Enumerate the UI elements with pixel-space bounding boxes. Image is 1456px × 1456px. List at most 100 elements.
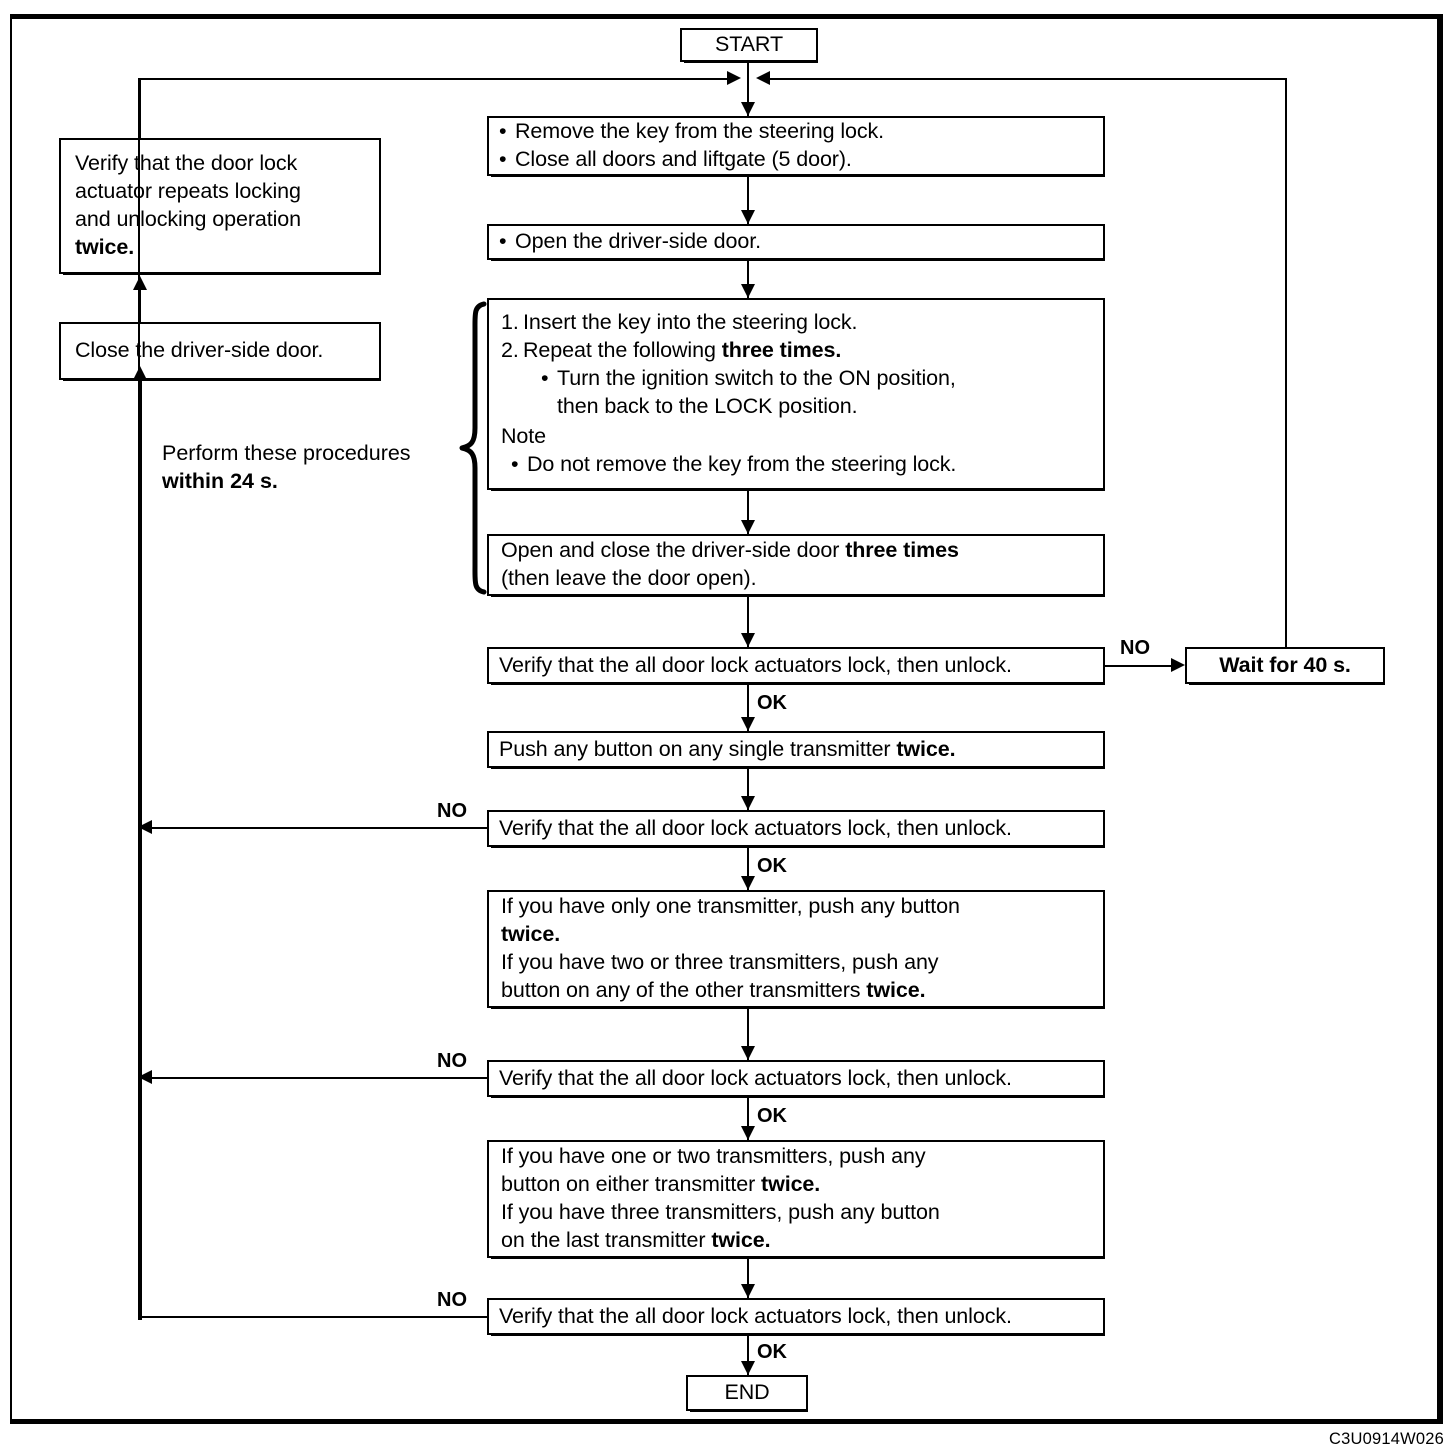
node-open-driver-door[interactable]: •Open the driver-side door.: [487, 224, 1105, 261]
node-close-driver-door[interactable]: Close the driver-side door.: [59, 322, 381, 381]
node-start[interactable]: START: [680, 28, 818, 63]
annotation-within-24s-line-2: within 24 s.: [162, 468, 278, 493]
verify-3-label: Verify that the all door lock actuators …: [499, 1065, 1012, 1090]
edge-label-no-1: NO: [1120, 637, 1150, 659]
grouping-brace: [458, 300, 488, 596]
arrowhead-to-prep: [741, 102, 755, 116]
edge-verify1-ok-to-push-single: [747, 684, 749, 731]
node-start-label: START: [715, 32, 783, 57]
edge-verify2-ok-to-transmitter-a: [747, 847, 749, 890]
verify-repeat-line-3: and unlocking operation: [75, 207, 302, 231]
arrowhead-verify4-ok: [741, 1361, 755, 1375]
key-steps-item-2: 2.Repeat the following three times.: [501, 338, 842, 363]
edge-rail-top-right: [770, 78, 1287, 80]
arrowhead-open-close-to-verify1: [741, 633, 755, 647]
edge-label-no-3: NO: [437, 1050, 467, 1072]
arrowhead-top-right-rail: [756, 71, 770, 85]
node-prep-line-2: •Close all doors and liftgate (5 door).: [499, 146, 1093, 174]
node-transmitter-instructions-a[interactable]: If you have only one transmitter, push a…: [487, 890, 1105, 1009]
edge-left-return-bottom: [138, 1316, 487, 1318]
edge-verify4-ok-to-end: [747, 1335, 749, 1375]
edge-rail-top-left: [138, 78, 734, 80]
verify-repeat-line-1: Verify that the door lock: [75, 151, 298, 176]
node-verify-actuators-3[interactable]: Verify that the all door lock actuators …: [487, 1060, 1105, 1098]
node-key-steps[interactable]: 1.Insert the key into the steering lock.…: [487, 298, 1105, 491]
edge-label-ok-3: OK: [757, 1105, 787, 1127]
frame-right-edge: [1438, 14, 1443, 1424]
edge-open-close-to-verify1: [747, 596, 749, 647]
arrowhead-open-door-to-key-steps: [741, 284, 755, 298]
transmitter-b-line-3: If you have three transmitters, push any…: [501, 1200, 940, 1224]
frame-top-edge: [10, 14, 1443, 19]
arrowhead-top-left-rail: [727, 71, 741, 85]
edge-verify3-ok-to-transmitter-b: [747, 1097, 749, 1140]
transmitter-a-line-3: If you have two or three transmitters, p…: [501, 950, 939, 974]
key-steps-subitem-1: •Turn the ignition switch to the ON posi…: [501, 365, 1091, 393]
transmitter-b-line-2: button on either transmitter twice.: [501, 1172, 821, 1197]
close-door-label: Close the driver-side door.: [75, 338, 324, 363]
edge-left-thick-to-close-door: [138, 380, 142, 1320]
edge-verify2-no-to-left-rail: [146, 827, 487, 829]
edge-label-ok-4: OK: [757, 1341, 787, 1363]
bullet-icon: •: [541, 366, 549, 391]
arrowhead-verify1-no: [1171, 658, 1185, 672]
transmitter-b-line-1: If you have one or two transmitters, pus…: [501, 1144, 926, 1169]
verify-2-label: Verify that the all door lock actuators …: [499, 815, 1012, 840]
node-open-driver-door-line: •Open the driver-side door.: [499, 228, 1093, 256]
bullet-icon: •: [499, 147, 507, 171]
key-steps-note-title: Note: [501, 423, 547, 448]
node-prep-line-1: •Remove the key from the steering lock.: [499, 118, 1093, 146]
edge-verify-repeat-to-top-rail: [139, 78, 141, 138]
annotation-within-24s-line-1: Perform these procedures: [162, 441, 411, 465]
edge-label-ok-1: OK: [757, 692, 787, 714]
bullet-icon: •: [499, 119, 507, 144]
edge-prep-to-open-door: [747, 176, 749, 224]
arrowhead-prep-to-open-door: [741, 210, 755, 224]
node-end[interactable]: END: [686, 1375, 808, 1412]
node-verify-repeat-locking[interactable]: Verify that the door lock actuator repea…: [59, 138, 381, 275]
key-steps-note-bullet: •Do not remove the key from the steering…: [501, 451, 1091, 479]
arrowhead-close-door-to-verify-repeat: [133, 276, 147, 290]
node-transmitter-instructions-b[interactable]: If you have one or two transmitters, pus…: [487, 1140, 1105, 1259]
transmitter-a-line-4: button on any of the other transmitters …: [501, 977, 926, 1002]
node-verify-actuators-1[interactable]: Verify that the all door lock actuators …: [487, 647, 1105, 685]
open-close-line-1: Open and close the driver-side door thre…: [501, 538, 959, 563]
edge-transmitter-a-to-verify3: [747, 1008, 749, 1060]
node-end-label: END: [724, 1380, 770, 1405]
arrowhead-transmitter-a-to-verify3: [741, 1046, 755, 1060]
edge-label-no-4: NO: [437, 1289, 467, 1311]
annotation-within-24s: Perform these procedures within 24 s.: [162, 440, 411, 496]
transmitter-b-line-4: on the last transmitter twice.: [501, 1227, 771, 1252]
verify-4-label: Verify that the all door lock actuators …: [499, 1303, 1012, 1328]
verify-repeat-line-4: twice.: [75, 234, 135, 259]
arrowhead-to-close-door: [133, 366, 147, 380]
edge-label-ok-2: OK: [757, 855, 787, 877]
arrowhead-transmitter-b-to-verify4: [741, 1284, 755, 1298]
edge-verify1-no-to-wait40: [1105, 665, 1171, 667]
node-wait-40s-label: Wait for 40 s.: [1219, 652, 1351, 677]
edge-close-door-to-verify-repeat: [139, 290, 141, 322]
node-prep[interactable]: •Remove the key from the steering lock. …: [487, 116, 1105, 177]
edge-verify3-no-to-left-rail: [146, 1077, 487, 1079]
edge-wait40-return-vertical: [1285, 78, 1287, 649]
edge-open-door-to-key-steps: [747, 260, 749, 298]
arrowhead-verify2-ok: [741, 876, 755, 890]
transmitter-a-line-1: If you have only one transmitter, push a…: [501, 894, 960, 919]
edge-start-to-prep: [747, 62, 749, 116]
node-verify-actuators-2[interactable]: Verify that the all door lock actuators …: [487, 810, 1105, 848]
node-wait-40s[interactable]: Wait for 40 s.: [1185, 647, 1385, 685]
transmitter-a-line-2: twice.: [501, 922, 561, 947]
edge-push-single-to-verify2: [747, 768, 749, 810]
edge-label-no-2: NO: [437, 800, 467, 822]
node-verify-actuators-4[interactable]: Verify that the all door lock actuators …: [487, 1298, 1105, 1336]
open-close-line-2: (then leave the door open).: [501, 566, 757, 590]
key-steps-item-1: 1.Insert the key into the steering lock.: [501, 310, 858, 335]
node-open-close-door-three-times[interactable]: Open and close the driver-side door thre…: [487, 534, 1105, 597]
verify-1-label: Verify that the all door lock actuators …: [499, 652, 1012, 677]
frame-bottom-edge: [10, 1419, 1443, 1424]
bullet-icon: •: [511, 451, 519, 476]
node-push-single-transmitter[interactable]: Push any button on any single transmitte…: [487, 731, 1105, 769]
reference-code: C3U0914W026: [1328, 1430, 1444, 1448]
edge-transmitter-b-to-verify4: [747, 1258, 749, 1298]
